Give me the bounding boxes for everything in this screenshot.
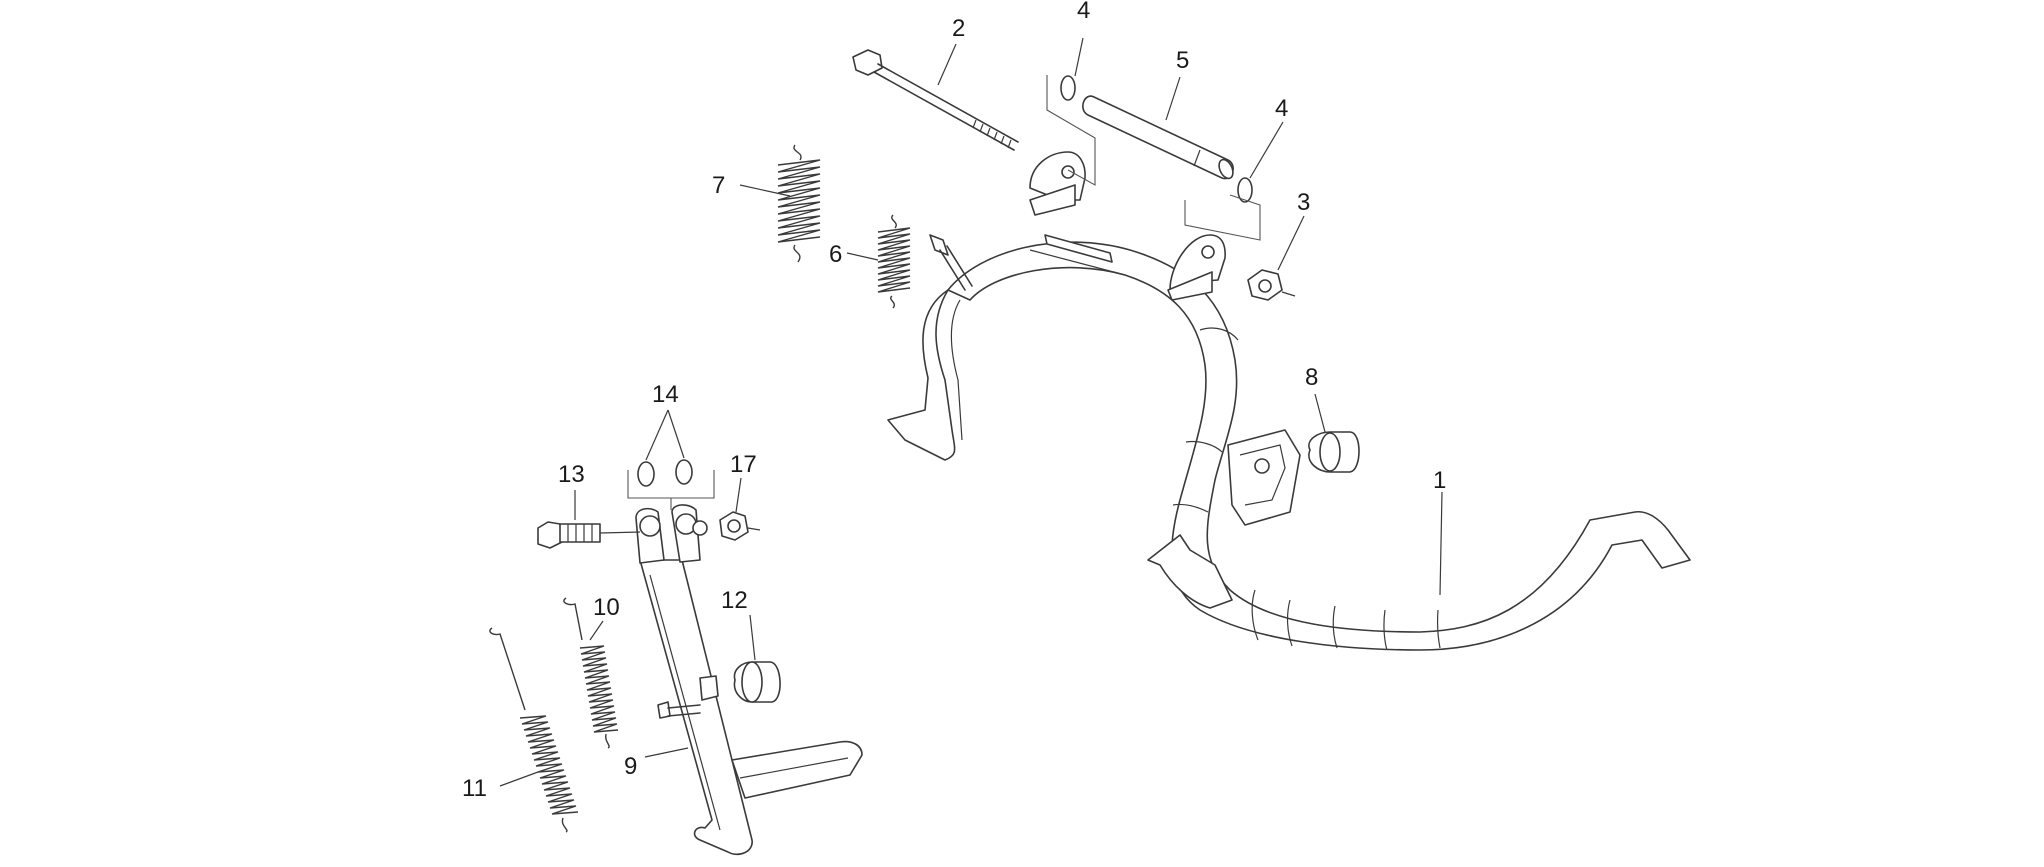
callout-2: 2 (952, 15, 965, 42)
callout-5: 5 (1176, 47, 1189, 74)
callout-6: 6 (829, 241, 842, 268)
callout-7: 7 (712, 172, 725, 199)
callout-3: 3 (1297, 189, 1310, 216)
callout-8: 8 (1305, 364, 1318, 391)
washer-right (1237, 177, 1253, 203)
leader-lines (499, 37, 1443, 787)
bump-stop-8 (1308, 431, 1360, 473)
washer-14b (675, 459, 693, 485)
nut-17 (719, 511, 761, 541)
callout-9: 9 (624, 753, 637, 780)
callout-14: 14 (652, 381, 679, 408)
callout-4-left: 4 (1077, 0, 1090, 24)
spring-10 (563, 597, 619, 749)
callout-17: 17 (730, 451, 757, 478)
bump-stop-12 (733, 661, 781, 703)
pivot-bolt-13 (537, 521, 641, 549)
callout-12: 12 (721, 587, 748, 614)
callout-1: 1 (1433, 467, 1446, 494)
side-stand (635, 504, 863, 856)
spring-11 (489, 627, 579, 833)
callout-labels: 1 2 3 4 4 5 6 7 8 9 10 11 12 13 14 17 (462, 0, 1446, 802)
center-stand (887, 151, 1691, 651)
washer-14a (637, 461, 655, 487)
callout-13: 13 (558, 461, 585, 488)
washer-left (1060, 75, 1076, 101)
nut (1247, 269, 1296, 301)
callout-10: 10 (593, 594, 620, 621)
callout-4-right: 4 (1275, 95, 1288, 122)
bushing-tube (1082, 95, 1234, 180)
spring-7 (777, 144, 821, 263)
pivot-pin (929, 234, 973, 291)
callout-11: 11 (462, 775, 487, 802)
long-bolt (852, 49, 1019, 151)
spring-6 (877, 214, 911, 309)
